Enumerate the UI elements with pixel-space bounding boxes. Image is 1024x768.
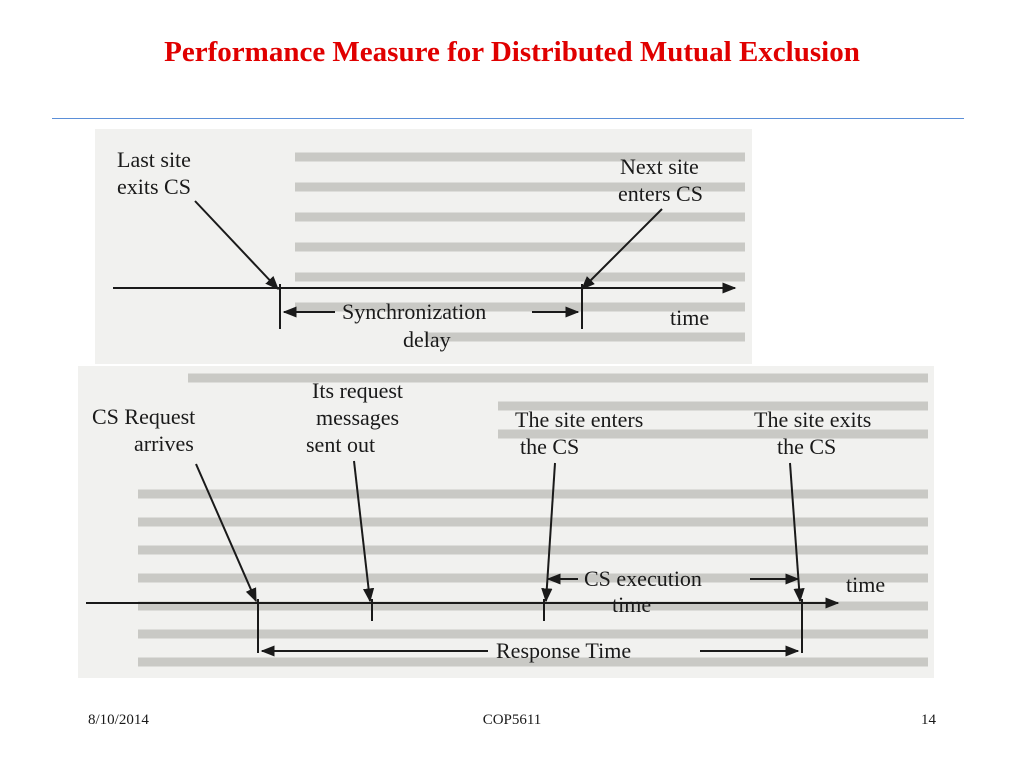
response-time-diagram: CS Request arrives Its request messages … [86, 373, 928, 667]
cs-execution-label-2: time [612, 592, 651, 617]
site-enters-label-2: the CS [520, 434, 579, 459]
site-enters-label: The site enters [515, 407, 643, 432]
cs-execution-label: CS execution [584, 566, 702, 591]
page-number: 14 [921, 712, 936, 728]
sync-delay-label-2: delay [403, 327, 451, 352]
time-label: time [670, 305, 709, 330]
cs-request-label: CS Request [92, 404, 195, 429]
last-site-label: Last site [117, 147, 191, 172]
cs-request-label-2: arrives [134, 431, 194, 456]
site-exits-label-2: the CS [777, 434, 836, 459]
background-text-ghost [138, 373, 928, 667]
sync-delay-diagram: Last site exits CS Next site enters CS S… [113, 147, 745, 352]
response-time-label: Response Time [496, 638, 631, 663]
slide-title: Performance Measure for Distributed Mutu… [164, 36, 860, 68]
footer-course: COP5611 [482, 712, 542, 728]
next-site-label-2: enters CS [618, 181, 703, 206]
messages-pointer [353, 460, 375, 603]
footer-date: 8/10/2014 [88, 712, 149, 728]
sync-delay-label: Synchronization [342, 299, 486, 324]
last-site-pointer [194, 200, 279, 291]
next-site-pointer [581, 208, 663, 290]
response-time-figure: CS Request arrives Its request messages … [78, 366, 934, 678]
time-label: time [846, 572, 885, 597]
request-messages-label-2: messages [316, 405, 399, 430]
site-exits-label: The site exits [754, 407, 871, 432]
request-pointer [195, 463, 257, 603]
request-messages-label: Its request [312, 378, 403, 403]
title-divider [52, 118, 964, 119]
next-site-label: Next site [620, 154, 699, 179]
last-site-label-2: exits CS [117, 174, 191, 199]
request-messages-label-3: sent out [306, 432, 375, 457]
background-text-ghost [295, 152, 745, 342]
sync-delay-figure: Last site exits CS Next site enters CS S… [95, 129, 752, 364]
